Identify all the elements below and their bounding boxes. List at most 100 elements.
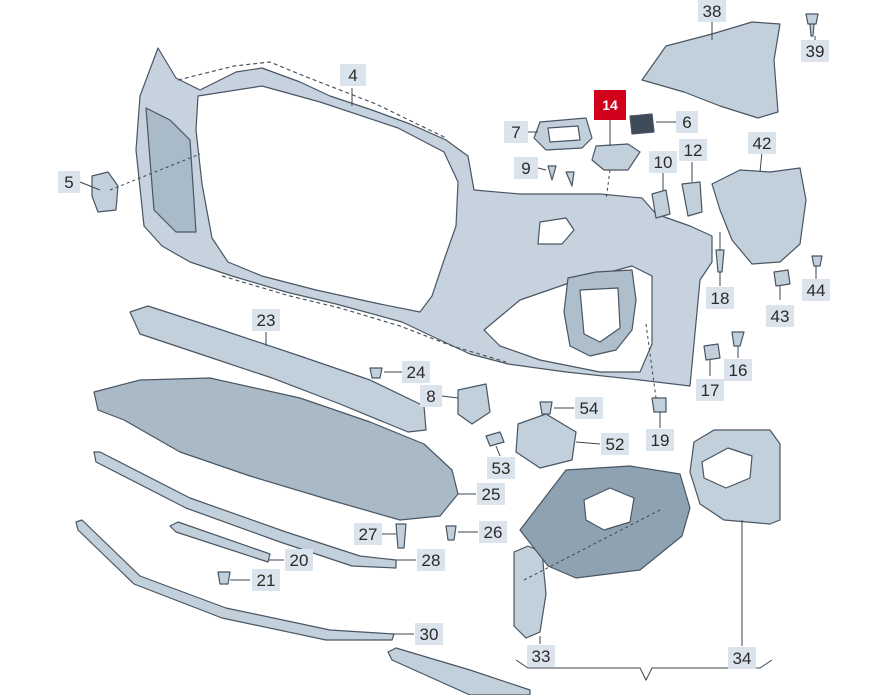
callout-9-label: 9 — [521, 159, 530, 178]
callout-34[interactable]: 34 — [728, 647, 756, 669]
part-54-shape — [539, 401, 553, 415]
callout-14-label: 14 — [602, 97, 618, 113]
callout-26[interactable]: 26 — [479, 521, 507, 543]
part-9-shape — [547, 165, 575, 187]
part-8-shape — [457, 383, 491, 425]
bumper-cover-part — [135, 47, 713, 387]
callout-28[interactable]: 28 — [417, 549, 445, 571]
part-12-shape — [681, 181, 703, 217]
callout-42[interactable]: 42 — [748, 132, 776, 154]
callout-26-label: 26 — [484, 523, 503, 542]
callout-27[interactable]: 27 — [354, 523, 382, 545]
callout-25[interactable]: 25 — [477, 483, 505, 505]
callout-16[interactable]: 16 — [724, 359, 752, 381]
callout-52-label: 52 — [606, 435, 625, 454]
callout-39-label: 39 — [806, 42, 825, 61]
part-19-shape — [651, 397, 667, 413]
callout-42-label: 42 — [753, 134, 772, 153]
callout-44[interactable]: 44 — [802, 279, 830, 301]
callout-54[interactable]: 54 — [575, 397, 603, 419]
callout-52[interactable]: 52 — [601, 433, 629, 455]
callout-21-label: 21 — [257, 571, 276, 590]
callout-30[interactable]: 30 — [415, 623, 443, 645]
part-30-shape — [75, 519, 395, 641]
callout-labels: 4 5 6 7 8 9 10 12 — [58, 0, 830, 669]
part-20-shape — [169, 521, 271, 563]
parts-layer — [75, 13, 823, 695]
part-39-shape — [805, 13, 819, 37]
callout-6[interactable]: 6 — [676, 111, 698, 133]
callout-7[interactable]: 7 — [504, 121, 528, 143]
part-25-shape — [93, 377, 459, 521]
callout-21[interactable]: 21 — [252, 569, 280, 591]
callout-8[interactable]: 8 — [420, 385, 442, 407]
part-23-shape — [129, 305, 427, 433]
callout-8-label: 8 — [426, 387, 435, 406]
callout-17-label: 17 — [701, 381, 720, 400]
callout-19[interactable]: 19 — [646, 429, 674, 451]
part-34-opening — [701, 447, 753, 489]
callout-16-label: 16 — [729, 361, 748, 380]
callout-54-label: 54 — [580, 399, 599, 418]
part-33-shape — [513, 545, 547, 639]
part-24-shape — [369, 367, 383, 379]
part-5-shape — [91, 171, 119, 213]
callout-14-highlighted[interactable]: 14 — [594, 90, 626, 120]
part-43-shape — [773, 269, 791, 287]
part-26-shape — [445, 525, 457, 541]
callout-30-label: 30 — [420, 625, 439, 644]
callout-28-label: 28 — [422, 551, 441, 570]
callout-12-label: 12 — [684, 141, 703, 160]
callout-5[interactable]: 5 — [58, 171, 80, 193]
callout-43-label: 43 — [771, 307, 790, 326]
callout-19-label: 19 — [651, 431, 670, 450]
callout-53-label: 53 — [492, 459, 511, 478]
callout-53[interactable]: 53 — [487, 457, 515, 479]
leader-lines — [79, 22, 817, 682]
callout-4-label: 4 — [348, 66, 357, 85]
callout-23-label: 23 — [257, 311, 276, 330]
callout-25-label: 25 — [482, 485, 501, 504]
callout-39[interactable]: 39 — [801, 40, 829, 62]
part-10-shape — [651, 189, 671, 219]
part-16-shape — [731, 331, 745, 347]
callout-9[interactable]: 9 — [514, 157, 538, 179]
callout-20[interactable]: 20 — [285, 549, 313, 571]
callout-24-label: 24 — [407, 363, 426, 382]
part-6-shape — [629, 113, 655, 135]
callout-33-label: 33 — [532, 647, 551, 666]
callout-6-label: 6 — [682, 113, 691, 132]
callout-12[interactable]: 12 — [679, 139, 707, 161]
callout-10[interactable]: 10 — [649, 151, 677, 173]
callout-43[interactable]: 43 — [766, 305, 794, 327]
callout-38-label: 38 — [703, 2, 722, 21]
fog-grille-opening — [583, 487, 635, 531]
part-28-shape — [93, 451, 397, 569]
callout-4[interactable]: 4 — [340, 64, 366, 86]
part-21-shape — [217, 571, 231, 585]
callout-7-label: 7 — [511, 123, 520, 142]
callout-18-label: 18 — [711, 289, 730, 308]
part-14-shape — [591, 143, 641, 171]
callout-33[interactable]: 33 — [527, 645, 555, 667]
callout-10-label: 10 — [654, 153, 673, 172]
part-bottom-strip-shape — [387, 647, 531, 695]
callout-17[interactable]: 17 — [696, 379, 724, 401]
part-38-shape — [641, 21, 781, 119]
part-52-shape — [515, 413, 577, 469]
part-18-shape — [715, 249, 725, 273]
callout-18[interactable]: 18 — [706, 287, 734, 309]
callout-44-label: 44 — [807, 281, 826, 300]
part-53-shape — [485, 431, 505, 447]
callout-34-label: 34 — [733, 649, 752, 668]
callout-24[interactable]: 24 — [402, 361, 430, 383]
part-42-shape — [711, 167, 807, 265]
part-7-inner — [547, 125, 581, 143]
part-27-shape — [395, 523, 407, 549]
part-44-shape — [811, 255, 823, 267]
part-17-shape — [703, 343, 721, 361]
callout-23[interactable]: 23 — [252, 309, 280, 331]
callout-5-label: 5 — [64, 173, 73, 192]
callout-38[interactable]: 38 — [698, 0, 726, 22]
